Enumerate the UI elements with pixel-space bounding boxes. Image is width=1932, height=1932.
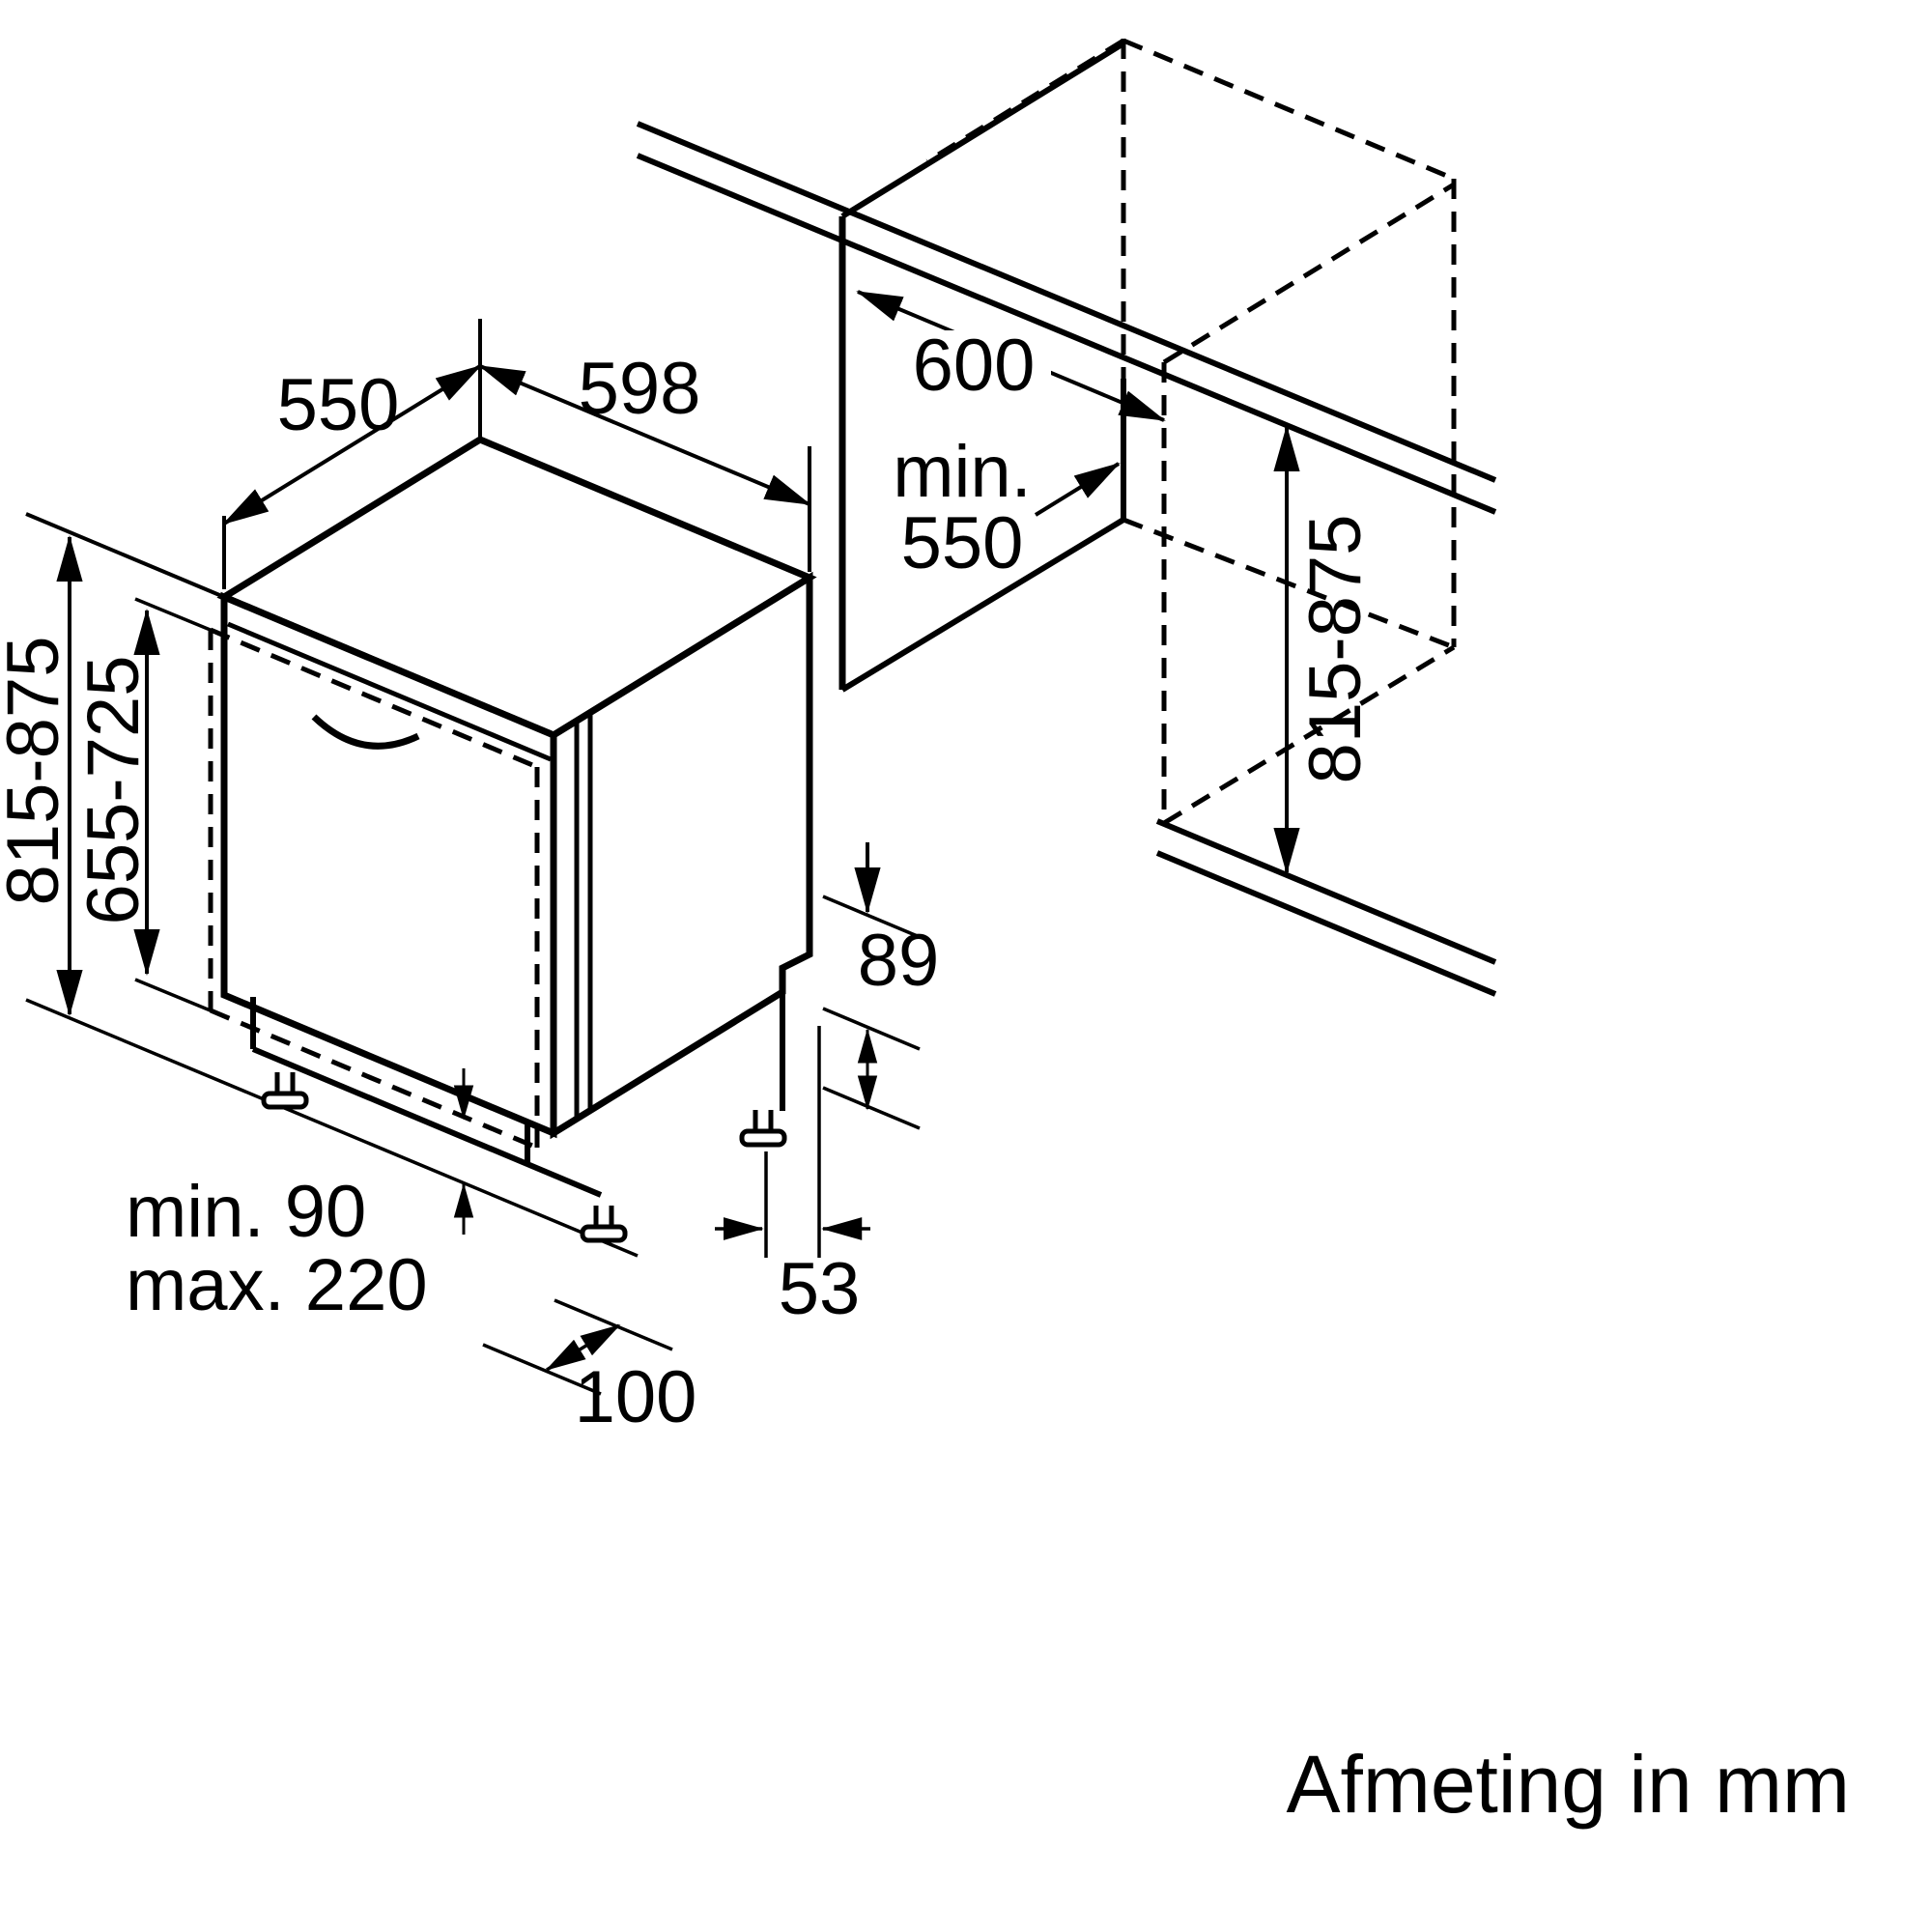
dim-top-depth: 550 (222, 319, 482, 589)
dim-niche-depth: min. 550 (893, 431, 1121, 584)
dim-appliance-height: 815-875 (0, 535, 83, 1016)
top-reference-line (25, 512, 225, 599)
worktop-lines (636, 121, 1497, 515)
dim-niche-height-label: 815-875 (1294, 515, 1377, 784)
front-left-foot (261, 1072, 309, 1110)
dim-plinth-height: min. 90 max. 220 (126, 1068, 474, 1326)
dim-niche-depth-value-label: 550 (901, 502, 1024, 584)
dishwasher-drawing: 550 598 815-875 655-725 min. 90 max. 220 (0, 319, 939, 1438)
dim-niche-width: 600 (856, 290, 1166, 422)
door-details (227, 621, 593, 1119)
decor-panel-dashed (208, 627, 540, 1151)
front-right-foot (580, 1206, 628, 1243)
dim-foot-adjust: 100 (482, 1298, 697, 1438)
dim-top-width: 598 (478, 348, 811, 572)
floor-lines (1155, 818, 1497, 997)
dim-top-depth-label: 550 (277, 364, 400, 446)
dim-door-panel-height-label: 655-725 (72, 656, 155, 925)
dim-plinth-max-label: max. 220 (126, 1244, 428, 1326)
floor-reference-line (25, 998, 639, 1258)
dim-foot-adjust-label: 100 (575, 1356, 697, 1438)
dim-door-panel-height: 655-725 (72, 597, 213, 1013)
dim-niche-depth-min-label: min. (893, 431, 1032, 513)
label-mask (896, 330, 1051, 398)
dishwasher-side-face (550, 571, 813, 1140)
cabinet-drawing: 600 min. 550 815-875 (636, 38, 1497, 997)
rear-foot (739, 1110, 787, 1148)
dim-plinth-min-label: min. 90 (126, 1171, 366, 1253)
dim-rear-foot-offset-label: 53 (779, 1248, 861, 1330)
dim-rear-clearance-label: 89 (858, 920, 940, 1002)
plinth-base (250, 992, 785, 1198)
dim-rear-clearance: 89 (822, 842, 940, 1130)
door-handle (311, 714, 420, 750)
units-caption: Afmeting in mm (1287, 1739, 1851, 1830)
dim-niche-width-label: 600 (913, 325, 1036, 407)
dim-niche-height: 815-875 (1273, 425, 1377, 874)
dim-appliance-height-label: 815-875 (0, 637, 74, 906)
dim-top-width-label: 598 (579, 348, 701, 430)
dim-rear-foot-offset: 53 (715, 1026, 870, 1330)
